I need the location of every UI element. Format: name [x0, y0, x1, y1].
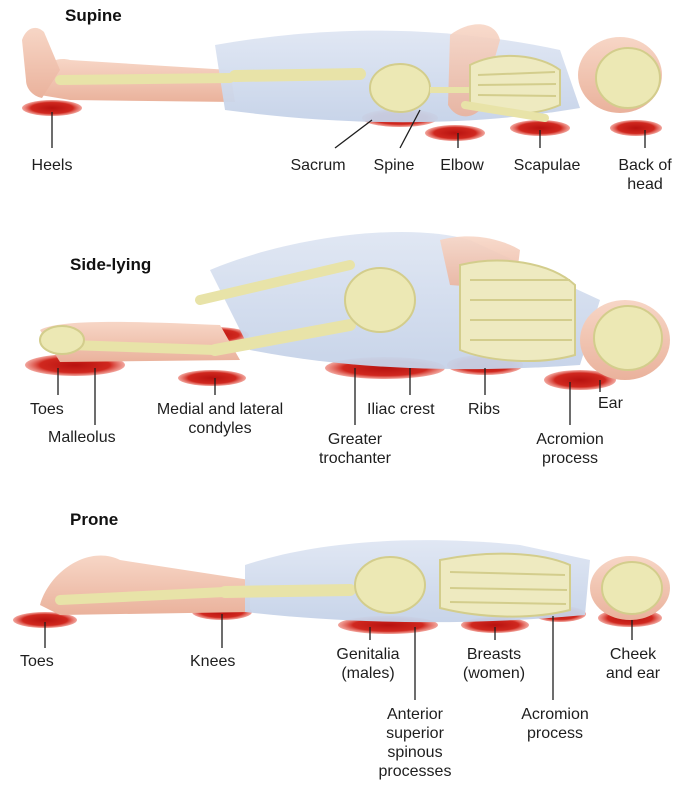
side-lying-title: Side-lying: [70, 255, 151, 275]
label-back-of-head: Back of head: [605, 156, 684, 194]
label-sacrum: Sacrum: [278, 156, 358, 175]
supine-figure: [22, 24, 662, 141]
label-spine: Spine: [362, 156, 426, 175]
label-toes-side: Toes: [30, 400, 64, 419]
label-iliac-crest: Iliac crest: [367, 400, 435, 419]
label-ribs: Ribs: [468, 400, 500, 419]
label-elbow: Elbow: [430, 156, 494, 175]
label-heels: Heels: [20, 156, 84, 175]
label-toes-prone: Toes: [20, 652, 54, 671]
supine-title: Supine: [65, 6, 122, 26]
label-scapulae: Scapulae: [502, 156, 592, 175]
prone-title: Prone: [70, 510, 118, 530]
label-breasts: Breasts (women): [444, 645, 544, 683]
label-asis: Anterior superior spinous processes: [360, 705, 470, 781]
label-cheek-and-ear: Cheek and ear: [586, 645, 680, 683]
label-genitalia: Genitalia (males): [318, 645, 418, 683]
label-condyles: Medial and lateral condyles: [132, 400, 308, 438]
label-knees: Knees: [190, 652, 235, 671]
label-acromion-side: Acromion process: [520, 430, 620, 468]
label-greater-trochanter: Greater trochanter: [300, 430, 410, 468]
prone-figure: [13, 540, 670, 634]
label-ear: Ear: [598, 394, 623, 413]
label-malleolus: Malleolus: [48, 428, 116, 447]
label-acromion-prone: Acromion process: [500, 705, 610, 743]
